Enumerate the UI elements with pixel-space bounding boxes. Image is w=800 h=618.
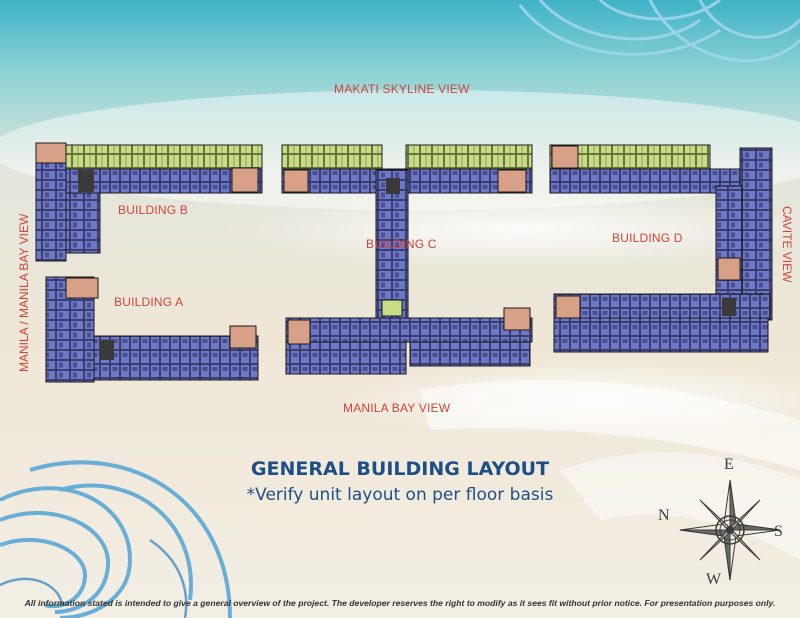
building-c-plan (281, 144, 533, 375)
building-a-plan (45, 276, 259, 383)
compass-south-label: S (774, 523, 783, 540)
compass-north-label: N (658, 507, 670, 524)
building-d-label: BUILDING D (612, 231, 683, 245)
view-label-makati-skyline: MAKATI SKYLINE VIEW (334, 82, 470, 96)
building-a-label: BUILDING A (114, 295, 184, 309)
building-b-label: BUILDING B (118, 203, 189, 217)
page-subtitle: *Verify unit layout on per floor basis (246, 485, 554, 505)
page-title: GENERAL BUILDING LAYOUT (250, 458, 550, 480)
view-label-cavite: CAVITE VIEW (780, 206, 794, 283)
compass-east-label: E (724, 456, 734, 473)
compass-rose-icon (679, 479, 781, 581)
building-b-plan (35, 142, 263, 262)
view-label-manila-manila-bay: MANILA / MANILA BAY VIEW (17, 213, 31, 372)
compass-west-label: W (706, 571, 722, 588)
view-label-manila-bay: MANILA BAY VIEW (343, 401, 451, 415)
disclaimer-text: All information stated is intended to gi… (24, 598, 776, 608)
building-c-label: BUILDING C (366, 237, 437, 251)
building-d-plan (549, 144, 773, 353)
